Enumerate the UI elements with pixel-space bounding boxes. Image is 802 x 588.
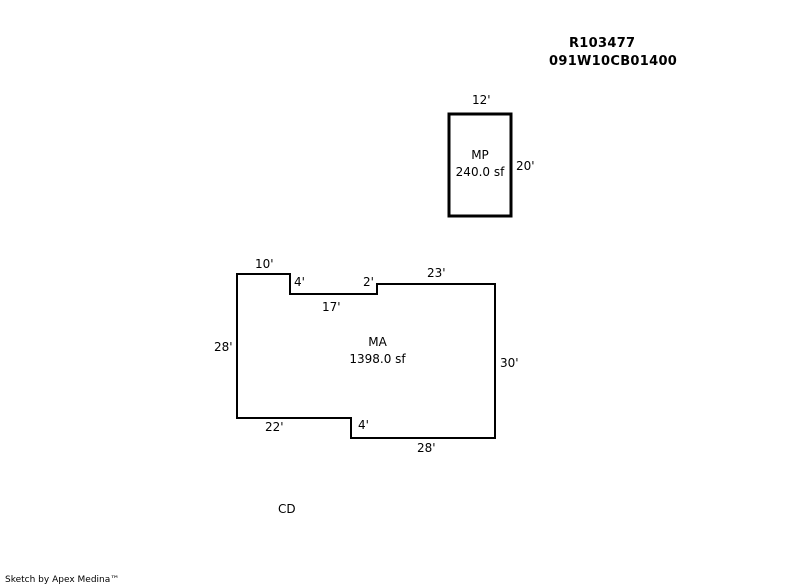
ma-dim-top-right: 23' (427, 266, 446, 280)
mp-outline (447, 112, 513, 218)
ma-area: 1398.0 sf (349, 352, 406, 366)
ma-dim-notch-bottom: 17' (322, 300, 341, 314)
footer-credit: Sketch by Apex Medina™ (5, 575, 120, 585)
parcel-id: 091W10CB01400 (549, 54, 678, 69)
ma-code: MA (368, 335, 387, 349)
mp-dim-right: 20' (516, 159, 535, 173)
ma-dim-step-up: 2' (363, 275, 374, 289)
mp-area: 240.0 sf (455, 165, 505, 179)
ma-dim-left: 28' (214, 340, 233, 354)
record-id: R103477 (569, 36, 636, 51)
mp-area-label: MP 240.0 sf (450, 147, 510, 181)
ma-dim-notch-drop: 4' (294, 275, 305, 289)
ma-dim-top-left: 10' (255, 257, 274, 271)
ma-area-label: MA 1398.0 sf (335, 334, 420, 368)
mp-code: MP (471, 148, 489, 162)
mp-dim-top: 12' (472, 93, 491, 107)
cd-label: CD (278, 502, 296, 516)
ma-dim-right: 30' (500, 356, 519, 370)
ma-outline (236, 273, 496, 439)
ma-dim-step-down: 4' (358, 418, 369, 432)
ma-dim-bottom-left: 22' (265, 420, 284, 434)
ma-dim-bottom-right: 28' (417, 441, 436, 455)
